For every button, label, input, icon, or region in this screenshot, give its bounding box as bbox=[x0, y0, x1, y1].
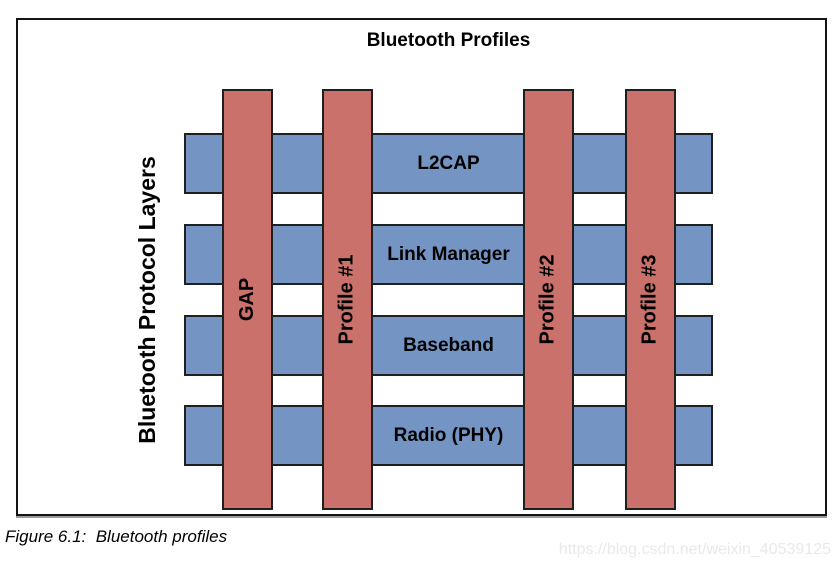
profile-label: Profile #2 bbox=[537, 254, 560, 345]
profile-bar-gap: GAP bbox=[222, 89, 273, 510]
layer-label: Baseband bbox=[403, 334, 494, 356]
diagram-title: Bluetooth Profiles bbox=[366, 30, 531, 51]
layer-label: L2CAP bbox=[417, 152, 480, 174]
watermark-url: https://blog.csdn.net/weixin_40539125 bbox=[558, 541, 831, 558]
layer-label: Link Manager bbox=[387, 243, 510, 265]
profile-label: Profile #1 bbox=[336, 254, 359, 345]
figure-caption: Figure 6.1: Bluetooth profiles bbox=[5, 527, 228, 546]
profile-label: Profile #3 bbox=[639, 254, 662, 345]
layer-label: Radio (PHY) bbox=[393, 424, 504, 446]
profile-bar-3: Profile #3 bbox=[625, 89, 676, 510]
profile-label: GAP bbox=[236, 277, 258, 322]
protocol-layers-axis-label: Bluetooth Protocol Layers bbox=[133, 156, 160, 444]
profile-bar-2: Profile #2 bbox=[523, 89, 574, 510]
profile-bar-1: Profile #1 bbox=[322, 89, 373, 510]
